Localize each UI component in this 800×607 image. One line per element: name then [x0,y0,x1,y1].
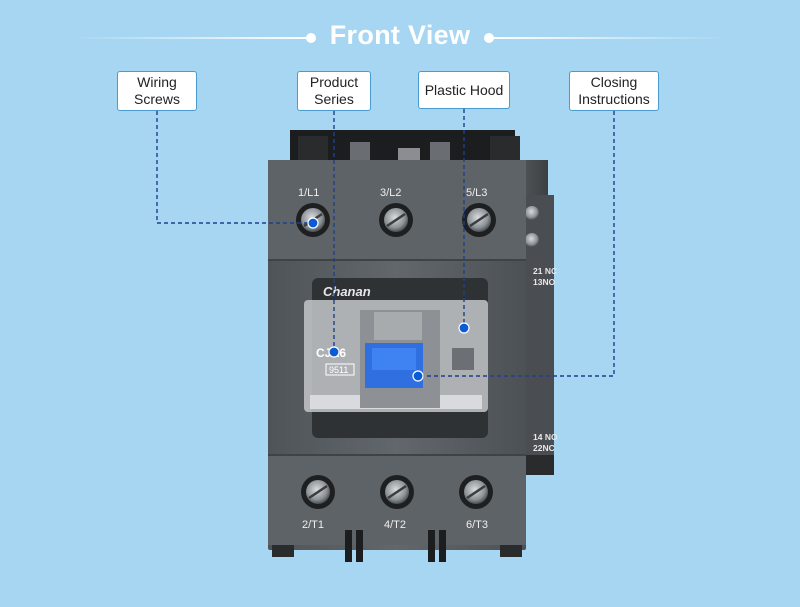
leader-closing-instructions [418,111,615,377]
aux-bottom-label-1: 14 NO [533,432,558,442]
title-rule-right [490,37,730,39]
terminal-label-5-l3: 5/L3 [466,187,487,199]
aux-top-label-1: 21 NC [533,266,557,276]
callout-wiring-screws: Wiring Screws [117,71,197,111]
aux-bottom-label-2: 22NC [533,443,555,453]
leader-dot-wiring-screws [307,217,319,229]
leader-dots [307,217,470,382]
terminal-label-1-l1: 1/L1 [298,187,319,199]
leader-dot-product-series [328,346,340,358]
brand-logo: Chanan [323,284,371,299]
title-dot-right [484,33,494,43]
callout-product-series: Product Series [297,71,371,111]
leader-wiring-screws [156,111,313,224]
title-rule-left [70,37,310,39]
bottom-pins [272,530,522,562]
terminal-label-4-t2: 4/T2 [384,519,406,531]
title-dot-left [306,33,316,43]
callout-plastic-hood: Plastic Hood [418,71,510,109]
terminal-label-2-t1: 2/T1 [302,519,324,531]
page-title: Front View [329,20,471,50]
leader-dot-plastic-hood [458,322,470,334]
aux-top-label-2: 13NO [533,277,556,287]
leader-lines [156,109,615,377]
leader-dot-closing-instructions [412,370,424,382]
model-code: 9511 [329,365,348,375]
terminal-label-3-l2: 3/L2 [380,187,401,199]
terminal-label-6-t3: 6/T3 [466,519,488,531]
title-bar: Front View [0,18,800,58]
callout-closing-instructions: Closing Instructions [569,71,659,111]
bottom-screw-holes [301,475,493,509]
